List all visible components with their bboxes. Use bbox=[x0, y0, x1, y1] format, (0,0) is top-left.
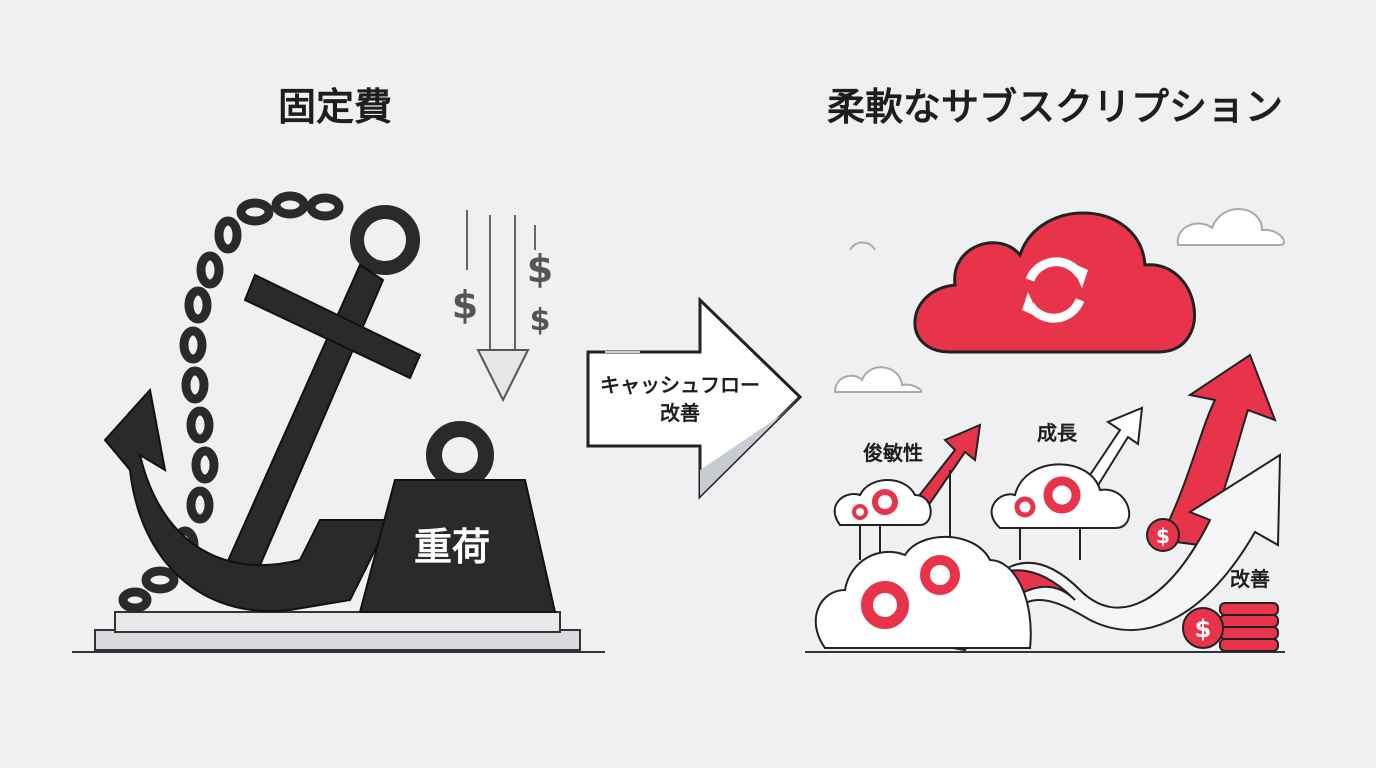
cashflow-label: キャッシュフロー bbox=[600, 373, 760, 397]
growth-cloud bbox=[990, 463, 1131, 560]
cloud-sync-icon bbox=[913, 211, 1196, 354]
decorative-clouds bbox=[833, 208, 1285, 393]
coin-icon bbox=[1146, 518, 1279, 652]
subscription-title: 柔軟なサブスクリプション bbox=[826, 85, 1284, 129]
transition-arrow-icon bbox=[586, 296, 803, 500]
gear-icon bbox=[861, 581, 909, 629]
coin-dollar: $ bbox=[1195, 615, 1212, 643]
gear-icon bbox=[1043, 476, 1081, 514]
coin-dollar: $ bbox=[1156, 524, 1170, 548]
agility-cloud bbox=[833, 470, 951, 560]
improvement-label: 改善 bbox=[660, 401, 700, 425]
agility-label: 俊敏性 bbox=[863, 441, 923, 465]
dollar-symbol: $ bbox=[452, 283, 478, 327]
anchor-icon bbox=[103, 205, 422, 613]
improvement-label: 改善 bbox=[1230, 567, 1270, 591]
growth-arrow-icon bbox=[898, 353, 1282, 652]
weight-icon bbox=[358, 421, 557, 613]
weight-label: 重荷 bbox=[414, 525, 490, 569]
gear-icon bbox=[1014, 496, 1036, 518]
growth-label: 成長 bbox=[1037, 421, 1078, 445]
gear-icon bbox=[872, 489, 898, 515]
chain-icon bbox=[118, 191, 344, 613]
dollar-symbol: $ bbox=[527, 247, 553, 291]
gear-icon bbox=[920, 555, 960, 595]
platform bbox=[94, 611, 581, 651]
gear-icon bbox=[852, 504, 868, 520]
main-gear-cloud bbox=[814, 535, 1032, 649]
dollar-symbol: $ bbox=[530, 303, 551, 338]
fixed-cost-title: 固定費 bbox=[277, 85, 393, 129]
dollar-down-arrow-icon bbox=[466, 210, 536, 403]
